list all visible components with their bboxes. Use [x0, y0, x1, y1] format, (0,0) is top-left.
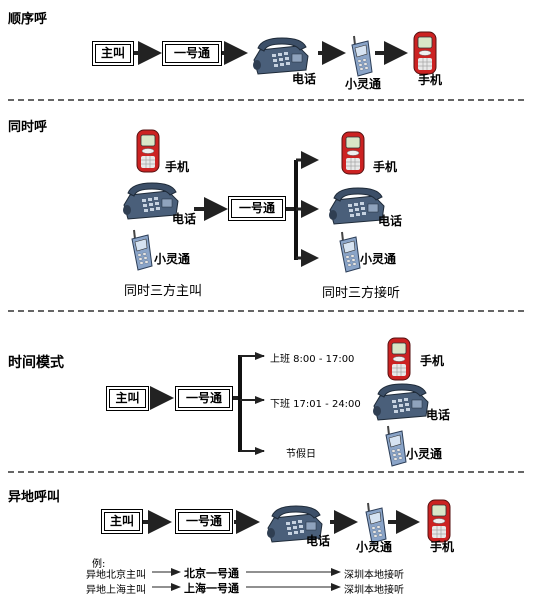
target-label-mobile: 手机 — [420, 354, 445, 368]
caption-simultaneous-receivers: 同时三方接听 — [322, 286, 401, 301]
section-title-remote: 异地呼叫 — [8, 490, 61, 505]
example-2-via: 上海一号通 — [184, 582, 239, 595]
caption-simultaneous-callers: 同时三方主叫 — [124, 284, 203, 299]
section-title-sequential: 顺序呼 — [8, 12, 48, 27]
example-2-to: 深圳本地接听 — [344, 585, 404, 596]
example-1-via: 北京一号通 — [184, 567, 239, 580]
time-branch-holiday: 节假日 — [286, 449, 316, 460]
target-label-desk: 电话 — [426, 408, 451, 422]
target-label-pager: 小灵通 — [360, 252, 397, 266]
caller-label-desk: 电话 — [172, 212, 197, 226]
desk-phone-icon — [122, 182, 179, 220]
caller-box: 主叫 — [109, 389, 146, 408]
target-label-desk: 电话 — [378, 214, 403, 228]
mobile-phone-icon — [387, 337, 411, 381]
target-label-desk: 电话 — [306, 534, 331, 548]
target-label-pager: 小灵通 — [406, 447, 443, 461]
caller-box: 主叫 — [95, 44, 131, 63]
mobile-phone-icon — [413, 31, 437, 75]
caller-label-pager: 小灵通 — [154, 252, 191, 266]
pager-phone-icon — [131, 229, 153, 271]
one-number-box: 一号通 — [178, 389, 230, 408]
one-number-box: 一号通 — [231, 199, 283, 218]
caller-box: 主叫 — [104, 512, 140, 531]
one-number-box: 一号通 — [165, 44, 219, 63]
example-label: 例: — [92, 559, 106, 570]
time-branch-work: 上班 8:00 - 17:00 — [270, 354, 355, 365]
mobile-phone-icon — [136, 129, 160, 173]
pager-phone-icon — [365, 502, 387, 544]
target-label-mobile: 手机 — [430, 540, 455, 554]
example-2-from: 异地上海主叫 — [86, 585, 146, 596]
section-title-simultaneous: 同时呼 — [8, 120, 48, 135]
mobile-phone-icon — [427, 499, 451, 543]
target-label-pager: 小灵通 — [356, 540, 393, 554]
desk-phone-icon — [252, 37, 309, 75]
target-label-pager: 小灵通 — [345, 77, 382, 91]
time-branch-offwork: 下班 17:01 - 24:00 — [270, 399, 361, 410]
section-title-time-mode: 时间模式 — [8, 355, 64, 371]
pager-phone-icon — [351, 35, 373, 77]
example-1-from: 异地北京主叫 — [86, 570, 146, 581]
target-label-mobile: 手机 — [373, 160, 398, 174]
pager-phone-icon — [385, 425, 407, 467]
target-label-mobile: 手机 — [418, 73, 443, 87]
desk-phone-icon — [372, 383, 429, 421]
caller-label-mobile: 手机 — [165, 160, 190, 174]
one-number-box: 一号通 — [178, 512, 230, 531]
desk-phone-icon — [328, 187, 385, 225]
pager-phone-icon — [339, 231, 361, 273]
example-1-to: 深圳本地接听 — [344, 570, 404, 581]
mobile-phone-icon — [341, 131, 365, 175]
target-label-desk: 电话 — [292, 72, 317, 86]
